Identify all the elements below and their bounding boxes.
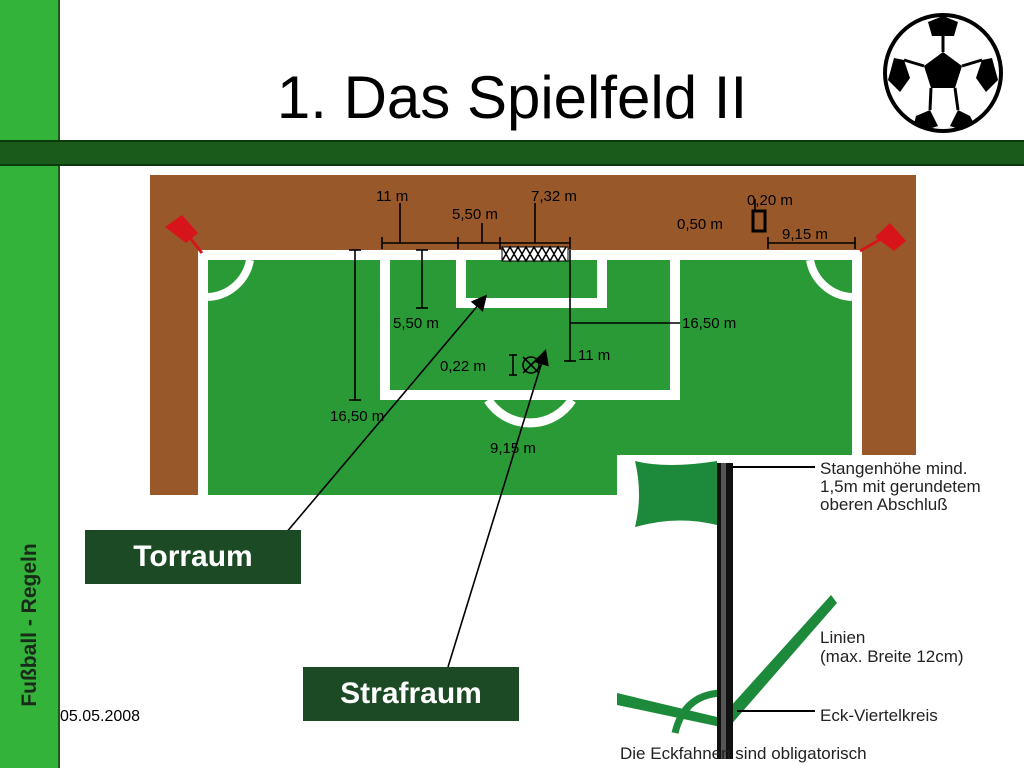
pole-note-1: Stangenhöhe mind.: [820, 459, 967, 478]
dim-penalty-area-depth: 16,50 m: [330, 408, 384, 425]
lines-note-2: (max. Breite 12cm): [820, 647, 964, 666]
strafraum-label: Strafraum: [303, 667, 519, 721]
dim-penalty-area-width: 16,50 m: [682, 315, 736, 332]
slide-date: 05.05.2008: [60, 708, 141, 725]
dim-arc-radius: 9,15 m: [490, 440, 536, 457]
torraum-arrow: [279, 294, 488, 541]
dim-corner-distance: 9,15 m: [782, 226, 828, 243]
arc-note: Eck-Viertelkreis: [820, 706, 938, 725]
dim-goal-area-width: 11 m: [376, 188, 408, 205]
dim-goal-area-depth-top: 5,50 m: [452, 206, 498, 223]
pole-note-3: oberen Abschluß: [820, 495, 948, 514]
dim-goal-area-depth: 5,50 m: [393, 315, 439, 332]
header-divider: [0, 140, 1024, 166]
dim-penalty-spot-distance: 11 m: [578, 347, 610, 364]
dim-corner-mark: 0,20 m: [747, 192, 793, 209]
soccer-ball-icon: [883, 13, 1003, 133]
corner-flag-diagram: Stangenhöhe mind. 1,5m mit gerundetem ob…: [617, 455, 1024, 768]
dim-corner-mark-height: 0,50 m: [677, 216, 723, 233]
torraum-label: Torraum: [85, 530, 301, 584]
corner-flag-caption: Die Eckfahnen sind obligatorisch: [620, 744, 867, 763]
left-sidebar: [0, 0, 60, 768]
penalty-area-diagram: 11 m 7,32 m 5,50 m 0,20 m 0,50 m 9,15 m …: [150, 175, 916, 495]
side-label-container: Fußball - Regeln: [8, 515, 52, 735]
side-label: Fußball - Regeln: [18, 543, 41, 707]
slide-title: 1. Das Spielfeld II: [276, 64, 748, 131]
dim-goal-width: 7,32 m: [531, 188, 577, 205]
strafraum-arrow: [447, 348, 549, 668]
pole-note-2: 1,5m mit gerundetem: [820, 477, 981, 496]
lines-note-1: Linien: [820, 628, 865, 647]
dim-penalty-mark-size: 0,22 m: [440, 358, 486, 375]
